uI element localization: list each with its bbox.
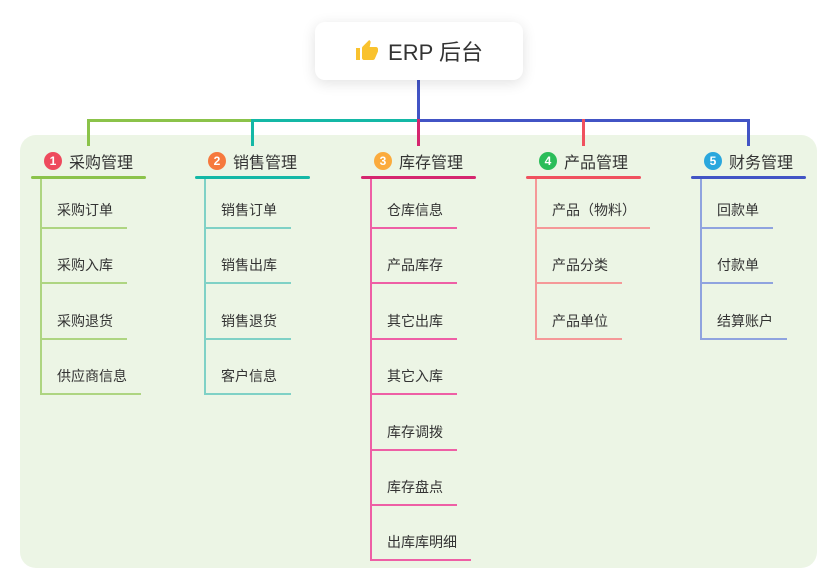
trunk-segment-mid	[252, 119, 418, 122]
child-label: 销售退货	[221, 313, 277, 329]
child-node[interactable]: 产品库存	[370, 256, 457, 284]
branch-child-line	[700, 179, 702, 340]
child-label: 库存调拨	[387, 424, 443, 440]
branch-header[interactable]: 1 采购管理	[25, 148, 152, 174]
branch-label: 财务管理	[728, 155, 793, 172]
child-node[interactable]: 产品（物料）	[535, 201, 650, 229]
child-node[interactable]: 回款单	[700, 201, 773, 229]
branch-badge: 3	[373, 152, 392, 170]
branch-header[interactable]: 5 财务管理	[685, 148, 812, 174]
branch-header[interactable]: 4 产品管理	[520, 148, 647, 174]
child-label: 产品分类	[552, 257, 608, 273]
child-node[interactable]: 供应商信息	[40, 367, 141, 395]
child-label: 产品库存	[387, 257, 443, 273]
child-node[interactable]: 库存调拨	[370, 423, 457, 451]
child-label: 结算账户	[717, 313, 773, 329]
child-node[interactable]: 其它出库	[370, 312, 457, 340]
child-node[interactable]: 出库库明细	[370, 533, 471, 561]
branch-underline	[195, 176, 310, 179]
thumbs-up-icon	[355, 39, 379, 63]
child-label: 出库库明细	[387, 534, 457, 550]
child-label: 其它入库	[387, 368, 443, 384]
branch-badge: 2	[207, 152, 226, 170]
branch-badge: 5	[703, 152, 722, 170]
child-label: 采购入库	[57, 257, 113, 273]
branch-underline	[526, 176, 641, 179]
child-node[interactable]: 仓库信息	[370, 201, 457, 229]
child-label: 付款单	[717, 257, 759, 273]
child-node[interactable]: 销售订单	[204, 201, 291, 229]
child-node[interactable]: 产品分类	[535, 256, 622, 284]
child-label: 产品（物料）	[552, 202, 636, 218]
branch-label: 采购管理	[68, 155, 133, 172]
branch-drop-line	[582, 119, 585, 146]
branch-drop-line	[251, 119, 254, 146]
child-node[interactable]: 客户信息	[204, 367, 291, 395]
child-label: 销售订单	[221, 202, 277, 218]
root-node[interactable]: ERP 后台	[315, 22, 523, 80]
child-label: 采购订单	[57, 202, 113, 218]
child-node[interactable]: 采购退货	[40, 312, 127, 340]
trunk-segment-left	[87, 119, 252, 122]
child-node[interactable]: 其它入库	[370, 367, 457, 395]
child-node[interactable]: 采购入库	[40, 256, 127, 284]
branch-drop-line	[87, 119, 90, 146]
branch-child-line	[40, 179, 42, 395]
child-label: 供应商信息	[57, 368, 127, 384]
child-label: 销售出库	[221, 257, 277, 273]
branch-label: 库存管理	[398, 155, 463, 172]
branch-underline	[361, 176, 476, 179]
branch-badge: 1	[43, 152, 62, 170]
branch-underline	[31, 176, 146, 179]
child-node[interactable]: 销售出库	[204, 256, 291, 284]
branch-drop-line	[417, 119, 420, 146]
branch-drop-line	[747, 119, 750, 146]
child-label: 客户信息	[221, 368, 277, 384]
child-node[interactable]: 产品单位	[535, 312, 622, 340]
branch-child-line	[204, 179, 206, 395]
branch-label: 销售管理	[232, 155, 297, 172]
child-label: 产品单位	[552, 313, 608, 329]
child-node[interactable]: 销售退货	[204, 312, 291, 340]
branch-label: 产品管理	[563, 155, 628, 172]
child-label: 仓库信息	[387, 202, 443, 218]
branches-panel	[20, 135, 817, 568]
child-label: 回款单	[717, 202, 759, 218]
child-node[interactable]: 采购订单	[40, 201, 127, 229]
child-label: 其它出库	[387, 313, 443, 329]
branch-header[interactable]: 2 销售管理	[189, 148, 316, 174]
child-node[interactable]: 付款单	[700, 256, 773, 284]
branch-child-line	[535, 179, 537, 340]
child-label: 采购退货	[57, 313, 113, 329]
branch-underline	[691, 176, 806, 179]
branch-badge: 4	[538, 152, 557, 170]
root-vertical-line	[417, 80, 420, 122]
branch-header[interactable]: 3 库存管理	[355, 148, 482, 174]
child-node[interactable]: 结算账户	[700, 312, 787, 340]
root-label: ERP 后台	[388, 40, 483, 65]
child-label: 库存盘点	[387, 479, 443, 495]
branch-child-line	[370, 179, 372, 561]
child-node[interactable]: 库存盘点	[370, 478, 457, 506]
